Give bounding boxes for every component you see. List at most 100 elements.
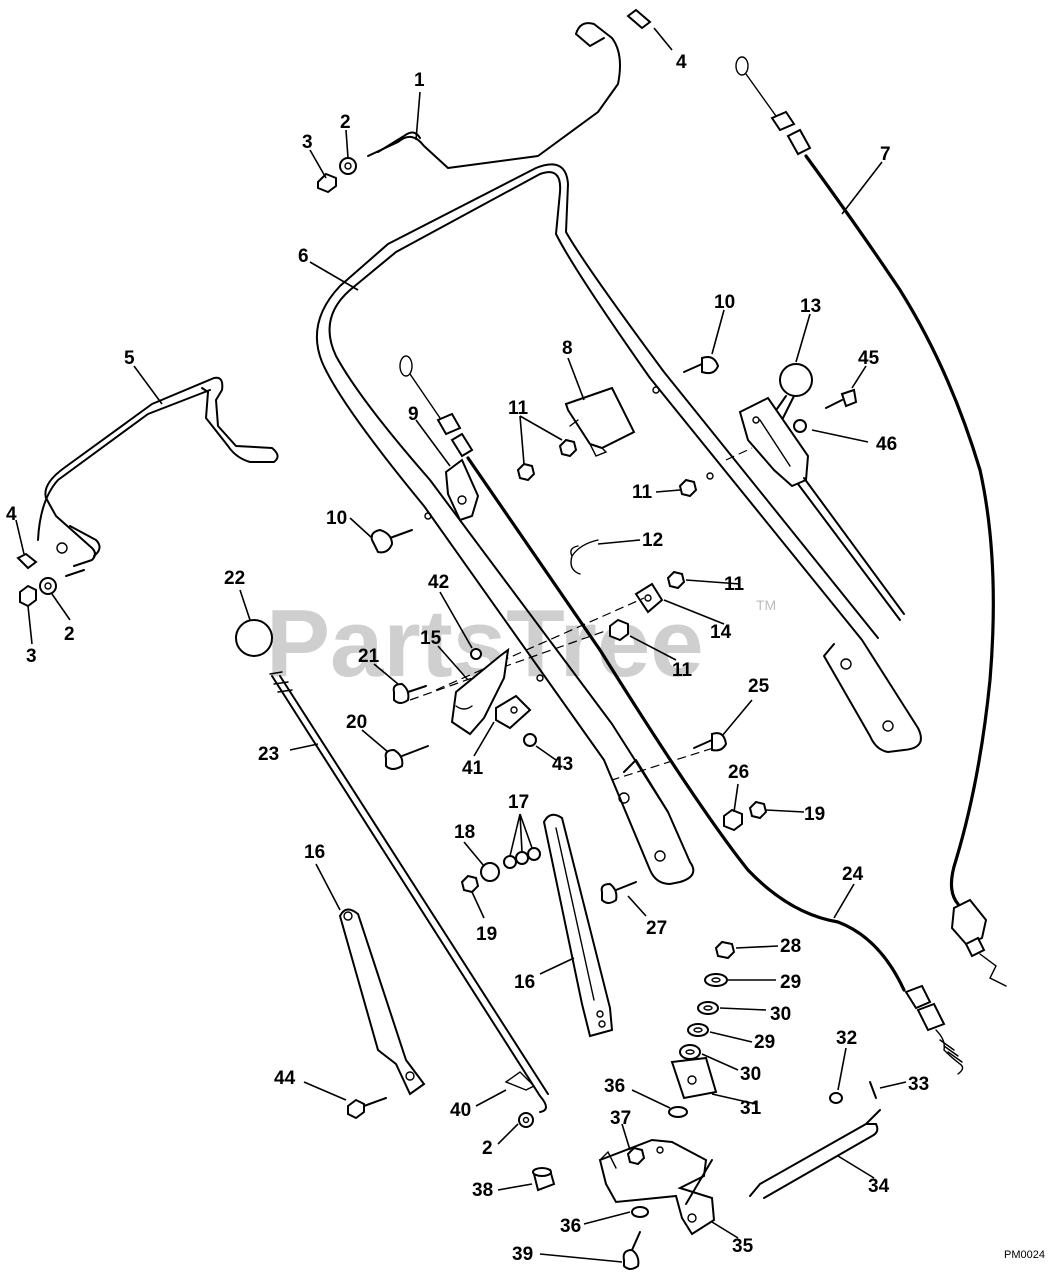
part-36-washer-upper[interactable]	[668, 1106, 688, 1118]
callout-1[interactable]: 1	[414, 70, 425, 91]
part-5-lower-bail[interactable]	[37, 376, 279, 577]
part-4-pin-left[interactable]	[16, 552, 38, 570]
part-21-bolt[interactable]	[392, 682, 427, 704]
part-16-link-right[interactable]	[542, 813, 614, 1038]
callout-40[interactable]: 40	[450, 1100, 471, 1121]
part-14-tab[interactable]	[634, 582, 664, 614]
part-23-rod[interactable]	[269, 671, 549, 1113]
callout-36[interactable]: 36	[560, 1216, 581, 1237]
callout-33[interactable]: 33	[908, 1074, 929, 1095]
part-37-nut[interactable]	[626, 1146, 646, 1166]
part-11-nut-a[interactable]	[516, 462, 536, 482]
part-25-bolt[interactable]	[693, 732, 728, 752]
callout-41[interactable]: 41	[462, 758, 484, 779]
callout-17[interactable]: 17	[508, 792, 529, 813]
callout-21[interactable]: 21	[358, 646, 380, 667]
part-10-bolt-left[interactable]	[370, 528, 413, 554]
part-7-throttle-cable[interactable]	[735, 56, 1007, 987]
callout-13[interactable]: 13	[800, 296, 821, 317]
callout-3[interactable]: 3	[26, 646, 37, 667]
callout-45[interactable]: 45	[858, 348, 880, 369]
callout-11[interactable]: 11	[508, 398, 529, 419]
part-29-washer-b[interactable]	[687, 1023, 709, 1037]
callout-24[interactable]: 24	[842, 864, 864, 885]
callout-35[interactable]: 35	[732, 1236, 754, 1257]
part-1-upper-bail[interactable]	[367, 22, 621, 169]
callout-34[interactable]: 34	[868, 1176, 890, 1197]
callout-4[interactable]: 4	[676, 52, 687, 73]
callout-2[interactable]: 2	[340, 112, 351, 133]
part-12-clip[interactable]	[570, 539, 599, 575]
part-4-pin-top[interactable]	[626, 8, 652, 30]
callout-2[interactable]: 2	[482, 1138, 493, 1159]
part-24-drive-cable[interactable]	[399, 355, 964, 1075]
part-42-screw[interactable]	[470, 648, 482, 660]
callout-3[interactable]: 3	[302, 132, 313, 153]
callout-26[interactable]: 26	[728, 762, 749, 783]
callout-7[interactable]: 7	[880, 144, 891, 165]
part-43-washer[interactable]	[523, 733, 537, 747]
callout-8[interactable]: 8	[562, 338, 573, 359]
callout-16[interactable]: 16	[304, 842, 325, 863]
part-8-control-box[interactable]	[564, 386, 636, 457]
part-36-washer-lower[interactable]	[631, 1206, 649, 1218]
part-41-block[interactable]	[495, 694, 532, 730]
part-26-spacer[interactable]	[723, 808, 743, 832]
part-11-nut-e[interactable]	[609, 618, 629, 642]
callout-12[interactable]: 12	[642, 530, 663, 551]
callout-29[interactable]: 29	[780, 972, 801, 993]
callout-31[interactable]: 31	[740, 1098, 762, 1119]
part-3-nut-left[interactable]	[19, 584, 37, 608]
callout-42[interactable]: 42	[428, 572, 449, 593]
callout-44[interactable]: 44	[274, 1068, 296, 1089]
part-19-nut-left[interactable]	[460, 874, 480, 894]
callout-2[interactable]: 2	[64, 624, 75, 645]
part-32-washer[interactable]	[829, 1092, 843, 1104]
part-34-rod[interactable]	[749, 1109, 881, 1199]
callout-36[interactable]: 36	[604, 1076, 625, 1097]
part-40-clip[interactable]	[504, 1071, 536, 1091]
part-16-link-left[interactable]	[338, 908, 426, 1096]
part-11-nut-c[interactable]	[678, 478, 698, 498]
callout-22[interactable]: 22	[224, 568, 245, 589]
part-39-bolt[interactable]	[622, 1231, 641, 1270]
part-10-bolt-upper[interactable]	[683, 356, 720, 375]
callout-30[interactable]: 30	[740, 1064, 761, 1085]
callout-11[interactable]: 11	[632, 482, 653, 503]
part-28-nut[interactable]	[714, 940, 736, 960]
callout-10[interactable]: 10	[714, 292, 735, 313]
part-30-washer-a[interactable]	[697, 1001, 719, 1015]
part-2-washer-bottom[interactable]	[518, 1112, 534, 1128]
part-6-handle[interactable]	[315, 163, 922, 885]
part-44-bolt[interactable]	[347, 1097, 387, 1120]
part-2-washer-left[interactable]	[39, 577, 57, 595]
callout-28[interactable]: 28	[780, 936, 801, 957]
part-29-washer-a[interactable]	[704, 973, 728, 987]
part-11-nut-d[interactable]	[666, 570, 686, 590]
callout-18[interactable]: 18	[454, 822, 475, 843]
callout-11[interactable]: 11	[672, 660, 693, 681]
callout-11[interactable]: 11	[724, 574, 745, 595]
part-11-nut-b[interactable]	[558, 438, 578, 458]
callout-30[interactable]: 30	[770, 1004, 791, 1025]
callout-10[interactable]: 10	[326, 508, 347, 529]
part-45-bolt[interactable]	[825, 388, 858, 409]
callout-4[interactable]: 4	[6, 504, 17, 525]
callout-43[interactable]: 43	[552, 754, 573, 775]
part-9-bracket[interactable]	[444, 458, 480, 522]
part-19-nut-right[interactable]	[748, 800, 768, 820]
callout-19[interactable]: 19	[476, 924, 497, 945]
callout-6[interactable]: 6	[298, 246, 309, 267]
callout-37[interactable]: 37	[610, 1108, 631, 1129]
callout-16[interactable]: 16	[514, 972, 535, 993]
part-22-knob[interactable]	[235, 619, 273, 657]
callout-39[interactable]: 39	[512, 1244, 533, 1265]
part-18-spacer[interactable]	[480, 862, 500, 882]
callout-19[interactable]: 19	[804, 804, 825, 825]
callout-15[interactable]: 15	[420, 628, 442, 649]
part-3-nut-top[interactable]	[317, 172, 337, 194]
callout-25[interactable]: 25	[748, 676, 770, 697]
part-20-bolt[interactable]	[384, 745, 429, 770]
part-30-washer-b[interactable]	[679, 1044, 701, 1060]
callout-29[interactable]: 29	[754, 1032, 775, 1053]
